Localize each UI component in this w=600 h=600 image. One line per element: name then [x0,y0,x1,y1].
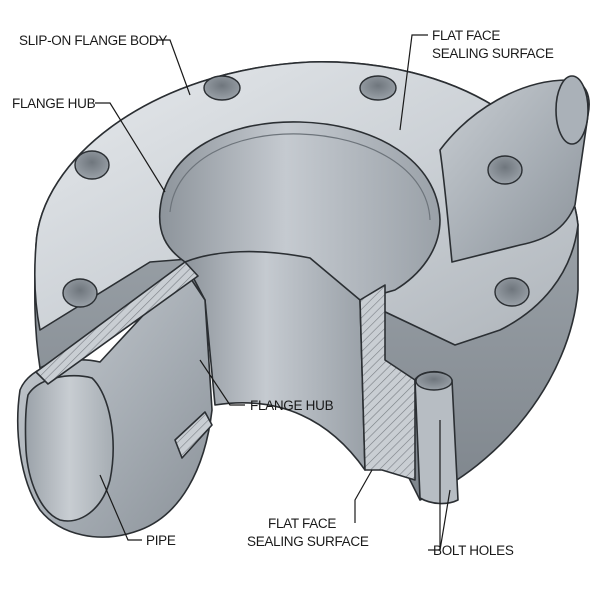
leader-pipe [99,474,142,541]
leader-flat-face-top [399,34,428,131]
bolt-hole [74,150,110,180]
hub-cut-wall [184,250,366,471]
pipe-front-inner [24,374,114,522]
pipe-right-end [555,75,589,145]
leader-flat-face-bottom [354,469,373,523]
section-hatch-right [359,284,416,481]
leader-hub-top [95,102,166,193]
bolt-hole [494,277,530,307]
pipe-wall-hatch [35,261,199,385]
leader-bolt-holes-2 [439,489,451,551]
label-flange-hub-mid: FLANGE HUB [250,398,334,413]
label-pipe: PIPE [146,533,176,548]
bolt-hole [359,75,397,101]
label-flat-face-top-1: FLAT FACE [432,28,500,43]
bolt-hole [203,75,241,101]
bore-lip [169,133,431,221]
bolt-hole [62,278,98,308]
label-slip-on-flange-body: SLIP-ON FLANGE BODY [19,33,167,48]
label-flat-face-bottom-1: FLAT FACE [268,516,336,531]
label-flange-hub-top: FLANGE HUB [12,96,96,111]
leader-slip-on [156,39,191,96]
bolt-holes-group [62,75,530,308]
label-flat-face-bottom-2: SEALING SURFACE [247,534,369,549]
pipe-wall-hatch-lower [174,411,213,459]
label-flat-face-top-2: SEALING SURFACE [432,46,554,61]
bolt-hole [487,155,523,185]
label-bolt-holes: BOLT HOLES [433,543,514,558]
leader-hub-mid [199,359,245,406]
bolt-hole-section-top [415,371,453,391]
bolt-hole-section [414,370,459,505]
